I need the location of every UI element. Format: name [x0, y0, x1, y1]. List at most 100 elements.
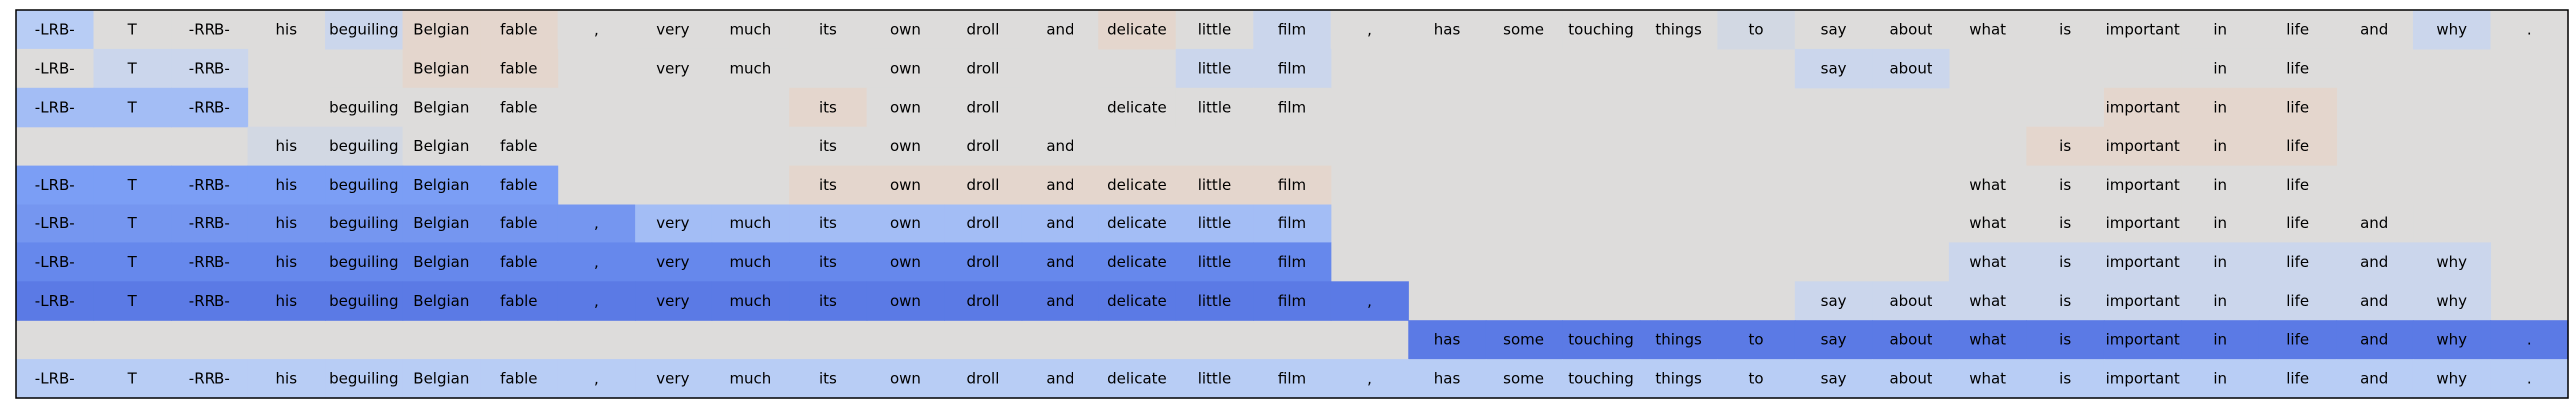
- token-label: own: [890, 98, 921, 116]
- heatmap-cell: [325, 126, 404, 167]
- token-label: -LRB-: [35, 253, 75, 271]
- heatmap-cell: [1717, 320, 1796, 360]
- heatmap-cell: [402, 204, 481, 243]
- heatmap-cell: [93, 359, 172, 399]
- token-label: its: [819, 98, 837, 116]
- token-label: is: [2059, 137, 2071, 155]
- heatmap-cell: [93, 281, 172, 321]
- heatmap-cell: [1021, 281, 1099, 321]
- heatmap-cell: [944, 242, 1023, 282]
- heatmap-cell: [1175, 242, 1254, 282]
- token-label: Belgian: [413, 292, 469, 310]
- heatmap-cell: [93, 242, 172, 282]
- heatmap-cell: [2026, 359, 2105, 399]
- heatmap-cell: [1021, 10, 1099, 50]
- heatmap-cell: [1948, 242, 2027, 282]
- heatmap-border: [15, 9, 2569, 399]
- heatmap-cell: [1098, 359, 1177, 399]
- heatmap-cell: [1330, 10, 1409, 50]
- token-label: and: [1046, 370, 1073, 388]
- heatmap-cell: [171, 87, 249, 128]
- heatmap-cell: [635, 242, 713, 282]
- heatmap-cell: [866, 242, 945, 282]
- token-label: Belgian: [413, 20, 469, 38]
- token-label: and: [1046, 253, 1073, 271]
- token-label: delicate: [1107, 176, 1167, 194]
- token-label: important: [2106, 370, 2180, 388]
- heatmap-cell: [1098, 10, 1177, 50]
- token-label: in: [2213, 331, 2227, 349]
- heatmap-cell: [2026, 126, 2105, 167]
- heatmap-cell: [480, 165, 559, 206]
- token-label: and: [2361, 370, 2388, 388]
- token-label: little: [1198, 20, 1232, 38]
- token-label: fable: [500, 98, 537, 116]
- heatmap-cell: [2258, 48, 2338, 89]
- token-label: ,: [594, 253, 599, 271]
- heatmap-cell: [866, 204, 945, 243]
- heatmap-cell: [557, 204, 636, 243]
- heatmap-cell: [402, 281, 481, 321]
- heatmap-cell: [1330, 359, 1409, 399]
- heatmap-cell: [1794, 281, 1873, 321]
- heatmap-cell: [325, 281, 404, 321]
- heatmap-cell: [944, 359, 1023, 399]
- heatmap-cell: [2258, 10, 2338, 50]
- heatmap-cell: [2336, 320, 2414, 360]
- heatmap-cell: [2412, 10, 2492, 50]
- token-label: T: [127, 370, 138, 388]
- token-label: say: [1821, 370, 1847, 388]
- token-label: Belgian: [413, 176, 469, 194]
- token-label: has: [1434, 331, 1461, 349]
- token-label: beguiling: [329, 137, 398, 155]
- heatmap-cell: [1021, 126, 1099, 167]
- token-label: life: [2286, 292, 2309, 310]
- heatmap-cell: [944, 48, 1023, 89]
- heatmap-cell: [325, 10, 404, 50]
- token-label: -LRB-: [35, 214, 75, 232]
- token-label: droll: [967, 20, 1000, 38]
- token-label: fable: [500, 59, 537, 77]
- token-label: -RRB-: [189, 20, 230, 38]
- heatmap-cell: [1485, 359, 1563, 399]
- heatmap-cell: [711, 48, 790, 89]
- heatmap-cell: [2412, 320, 2492, 360]
- heatmap-cell: [2336, 242, 2414, 282]
- token-label: very: [656, 370, 689, 388]
- token-label: its: [819, 176, 837, 194]
- heatmap-cell: [16, 87, 95, 128]
- token-label: beguiling: [329, 176, 398, 194]
- token-label: Belgian: [413, 98, 469, 116]
- heatmap-cell: [2103, 10, 2183, 50]
- heatmap-cell: [2258, 242, 2338, 282]
- heatmap-cell: [93, 48, 172, 89]
- token-label: T: [127, 214, 138, 232]
- heatmap-cell: [1253, 204, 1332, 243]
- heatmap-cell: [16, 165, 95, 206]
- heatmap-cell: [171, 204, 249, 243]
- token-label: very: [656, 292, 689, 310]
- token-label: in: [2213, 98, 2227, 116]
- token-label: beguiling: [329, 214, 398, 232]
- heatmap-cell: [325, 359, 404, 399]
- heatmap-cell: [1948, 165, 2027, 206]
- heatmap-cell: [1794, 320, 1873, 360]
- token-label: life: [2286, 176, 2309, 194]
- heatmap-cell: [2026, 281, 2105, 321]
- heatmap-cell: [480, 87, 559, 128]
- heatmap-cell: [247, 359, 326, 399]
- token-label: delicate: [1107, 98, 1167, 116]
- token-label: and: [2361, 253, 2388, 271]
- token-label: why: [2436, 331, 2467, 349]
- heatmap-cell: [866, 10, 945, 50]
- heatmap-cell: [1175, 204, 1254, 243]
- heatmap-cell: [402, 48, 481, 89]
- token-label: important: [2106, 176, 2180, 194]
- heatmap-cell: [1098, 281, 1177, 321]
- heatmap-cell: [2412, 242, 2492, 282]
- heatmap-cell: [635, 281, 713, 321]
- token-label: its: [819, 137, 837, 155]
- heatmap-cell: [944, 281, 1023, 321]
- token-label: is: [2059, 176, 2071, 194]
- token-label: film: [1278, 370, 1306, 388]
